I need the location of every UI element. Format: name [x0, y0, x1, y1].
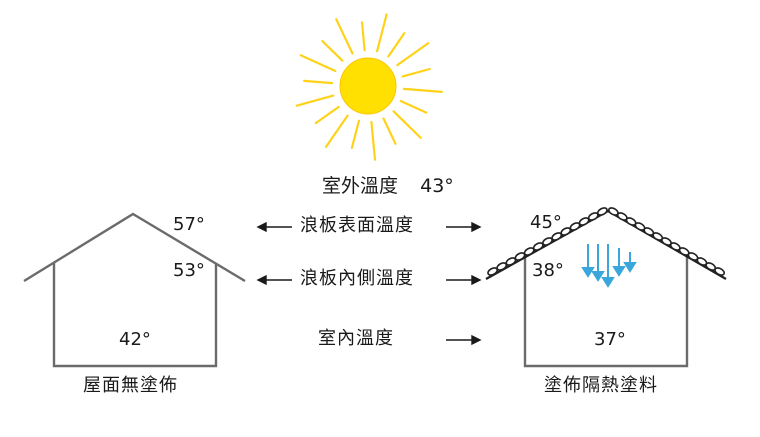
- coated-inner-temp: 38°: [532, 260, 564, 281]
- house-uncoated-walls: [52, 263, 218, 368]
- house-coated: [523, 255, 689, 368]
- arrow-left-icon: [256, 274, 292, 286]
- arrow-right-icon: [446, 274, 482, 286]
- coated-surface-temp: 45°: [530, 212, 562, 233]
- outdoor-temp-label: 室外溫度 43°: [322, 177, 454, 196]
- outdoor-temp-text: 室外溫度: [322, 175, 399, 197]
- house-uncoated-roof: [23, 212, 246, 283]
- uncoated-caption: 屋面無塗佈: [83, 375, 178, 396]
- arrow-left-icon: [256, 221, 292, 233]
- roof-tiles: [487, 207, 725, 276]
- legend-inner-temp: 浪板內側溫度: [300, 268, 414, 289]
- legend-indoor-temp: 室內溫度: [318, 328, 394, 349]
- outdoor-temp-value: 43°: [420, 175, 454, 197]
- down-arrows-icon: [581, 244, 637, 288]
- house-coated-walls: [523, 255, 689, 368]
- legend-surface-temp: 浪板表面溫度: [300, 215, 414, 236]
- uncoated-indoor-temp: 42°: [119, 329, 151, 350]
- house-uncoated: [23, 212, 246, 368]
- uncoated-inner-temp: 53°: [173, 260, 205, 281]
- uncoated-surface-temp: 57°: [173, 214, 205, 235]
- house-coated-roof: [485, 207, 727, 280]
- coated-caption: 塗佈隔熱塗料: [544, 375, 658, 396]
- arrow-right-icon: [446, 334, 482, 346]
- coated-indoor-temp: 37°: [594, 329, 626, 350]
- arrow-right-icon: [446, 221, 482, 233]
